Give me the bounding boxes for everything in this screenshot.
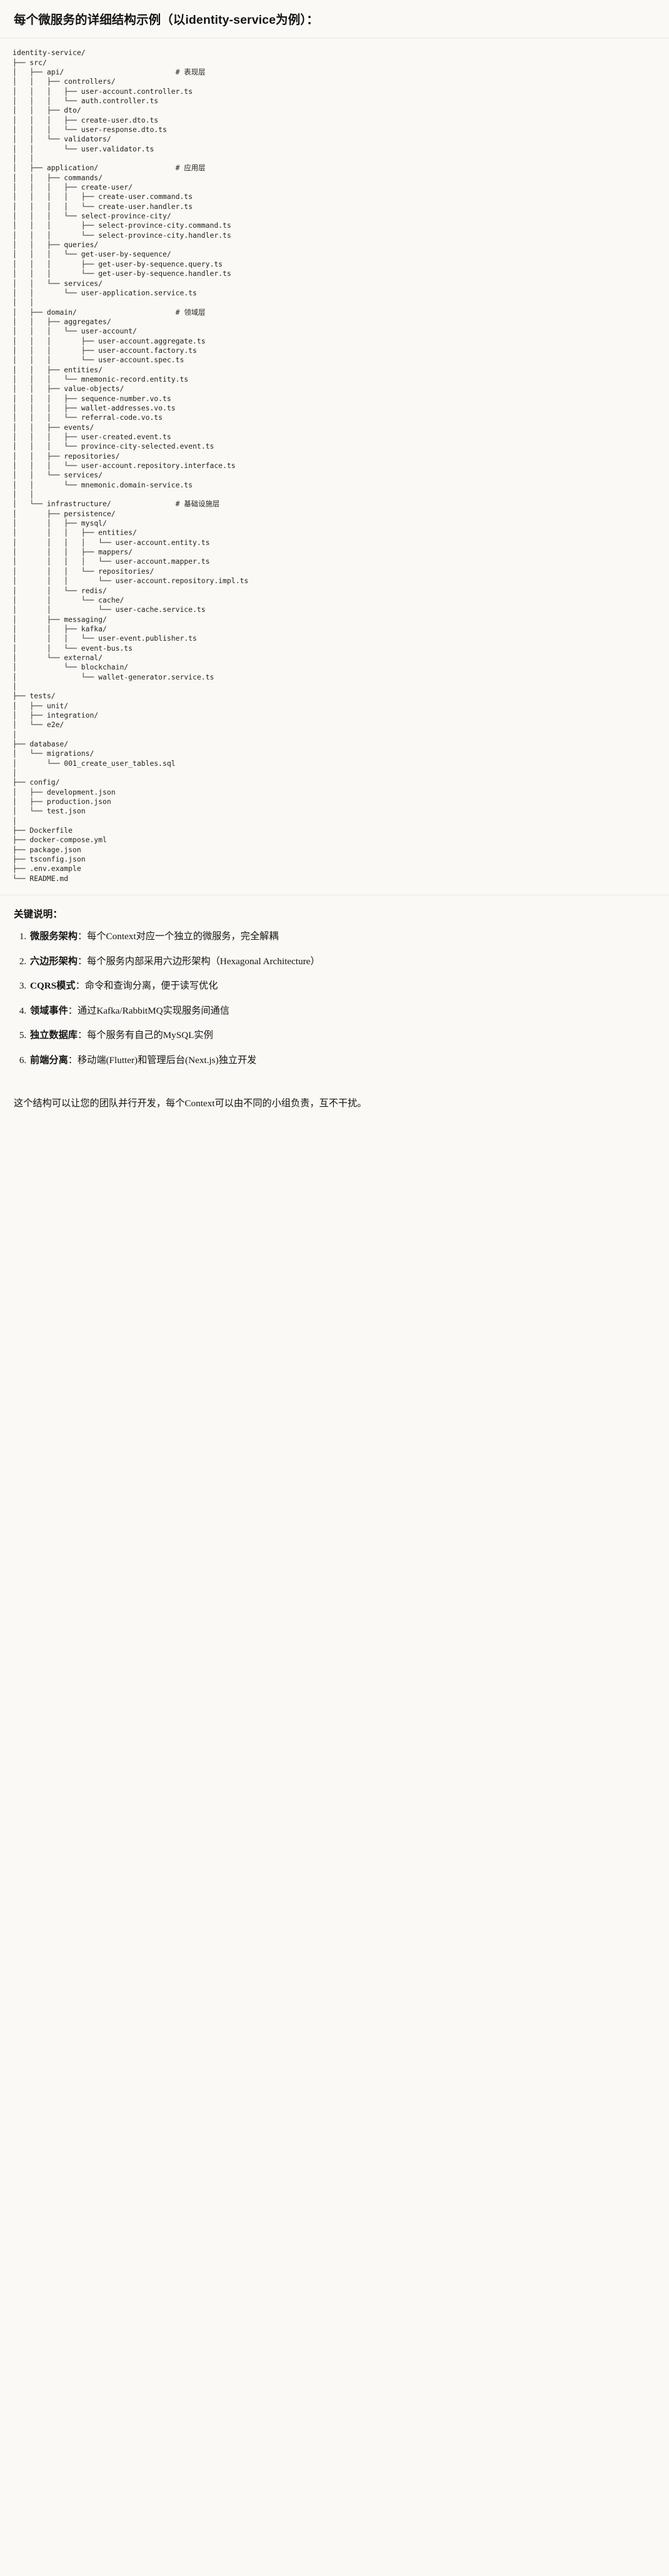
list-item: 微服务架构：每个Context对应一个独立的微服务，完全解耦 [29,929,655,944]
key-description: 通过Kafka/RabbitMQ实现服务间通信 [77,1005,229,1016]
key-separator: ： [75,980,85,992]
key-term: CQRS模式 [30,980,76,992]
key-description: 移动端(Flutter)和管理后台(Next.js)独立开发 [77,1054,257,1066]
list-item: 独立数据库：每个服务有自己的MySQL实例 [29,1028,655,1043]
key-term: 前端分离 [30,1054,68,1066]
key-term: 微服务架构 [30,931,78,942]
list-item: 前端分离：移动端(Flutter)和管理后台(Next.js)独立开发 [29,1053,655,1068]
key-points-list: 微服务架构：每个Context对应一个独立的微服务，完全解耦 六边形架构：每个服… [14,929,655,1067]
key-separator: ： [68,1005,78,1016]
key-description: 每个服务有自己的MySQL实例 [87,1030,213,1041]
list-item: CQRS模式：命令和查询分离，便于读写优化 [29,979,655,994]
closing-paragraph: 这个结构可以让您的团队并行开发，每个Context可以由不同的小组负责，互不干扰… [14,1097,367,1109]
list-item: 六边形架构：每个服务内部采用六边形架构（Hexagonal Architectu… [29,954,655,969]
key-separator: ： [77,955,88,967]
key-points-section: 关键说明： 微服务架构：每个Context对应一个独立的微服务，完全解耦 六边形… [0,895,669,1081]
key-separator: ： [77,1030,88,1041]
key-term: 领域事件 [30,1005,68,1016]
list-item: 领域事件：通过Kafka/RabbitMQ实现服务间通信 [29,1004,655,1019]
key-description: 每个服务内部采用六边形架构（Hexagonal Architecture） [87,955,320,967]
key-separator: ： [77,931,88,942]
key-separator: ： [68,1054,78,1066]
key-description: 每个Context对应一个独立的微服务，完全解耦 [87,931,279,942]
document-page: 每个微服务的详细结构示例（以identity-service为例）： ident… [0,0,669,1127]
key-term: 独立数据库 [30,1030,78,1041]
directory-tree: identity-service/ ├── src/ │ ├── api/ # … [13,48,249,883]
page-title: 每个微服务的详细结构示例（以identity-service为例）： [0,0,669,39]
directory-tree-block: identity-service/ ├── src/ │ ├── api/ # … [0,38,669,896]
key-points-title: 关键说明： [14,909,63,920]
key-description: 命令和查询分离，便于读写优化 [84,980,218,992]
key-term: 六边形架构 [30,955,78,967]
